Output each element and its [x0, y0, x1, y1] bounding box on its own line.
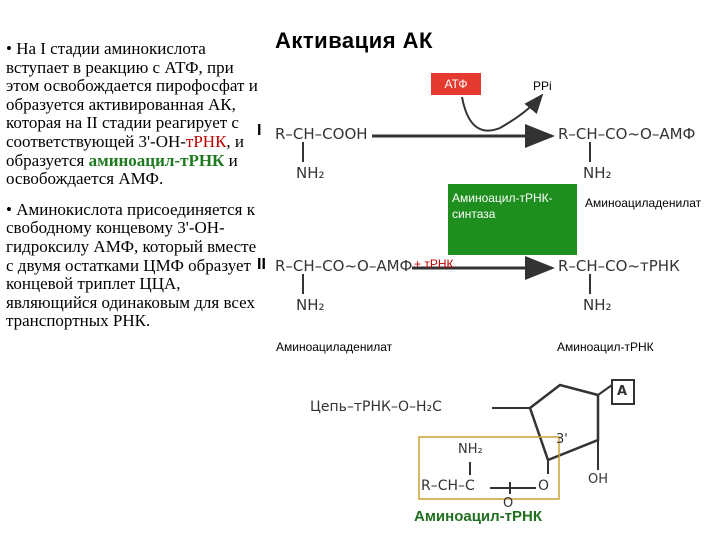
- paragraph-attachment: • Аминокислота присоединяется к свободно…: [6, 199, 257, 331]
- adenylate-formula: R–CH–CO~O–АМФ: [558, 125, 696, 143]
- page-title: Активация АК: [275, 28, 433, 53]
- nh2-group: NH₂: [583, 164, 612, 182]
- ester-o: O: [538, 478, 550, 494]
- oh-group: OH: [588, 472, 609, 487]
- nh2-group: NH₂: [296, 164, 325, 182]
- aminoacyl-trna-formula: R–CH–CO~тРНК: [558, 257, 680, 275]
- atp-ppi-curve: [461, 93, 544, 132]
- aminoacyladenylate-label: Аминоациладенилат: [585, 196, 702, 210]
- atp-label: АТФ: [431, 73, 481, 95]
- adenylate-formula-stage2: R–CH–CO~O–АМФ: [275, 257, 413, 275]
- ribose-ring: [528, 383, 600, 462]
- chain-label: Цепь–тРНК–O–H₂C: [310, 399, 442, 415]
- amino-acid-formula: R–CH–COOH: [275, 125, 368, 143]
- aminoacyl-bracket: [418, 436, 560, 500]
- base-a-label: A: [617, 384, 628, 399]
- stage-2-label: II: [257, 256, 266, 273]
- aminoacyl-trna-caption: Аминоацил-тРНК: [557, 340, 654, 354]
- enzyme-label-line1: Аминоацил-тРНК-: [452, 191, 553, 205]
- aminoacyladenylate-caption: Аминоациладенилат: [276, 340, 393, 354]
- enzyme-label-line2: синтаза: [452, 207, 496, 221]
- nh2-group: NH₂: [583, 296, 612, 314]
- ppi-label: PPi: [533, 79, 552, 93]
- nh2-group: NH₂: [296, 296, 325, 314]
- paragraph-1-text-2: , и образуется: [6, 131, 245, 170]
- plus-trna-label: + тРНК: [414, 257, 454, 271]
- explanation-text: • На I стадии аминокислота вступает в ре…: [6, 39, 258, 343]
- acyl-formula: R–CH–C: [421, 478, 475, 494]
- base-box: [611, 379, 635, 405]
- paragraph-stage-description: • На I стадии аминокислота вступает в ре…: [6, 39, 258, 189]
- nh2-group: NH₂: [458, 442, 483, 457]
- structure-caption: Аминоацил-тРНК: [414, 508, 543, 525]
- enzyme-label: Аминоацил-тРНК- синтаза: [452, 190, 573, 228]
- carbonyl-o: O: [503, 496, 514, 511]
- stage-1-label: I: [257, 122, 262, 139]
- paragraph-1-text-3: и освобождается АМФ.: [6, 150, 238, 189]
- 3-prime-label: 3': [556, 432, 568, 447]
- product-highlight: аминоацил-тРНК: [88, 150, 225, 170]
- paragraph-1-text: • На I стадии аминокислота вступает в ре…: [6, 39, 258, 151]
- trna-highlight: тРНК: [185, 131, 227, 151]
